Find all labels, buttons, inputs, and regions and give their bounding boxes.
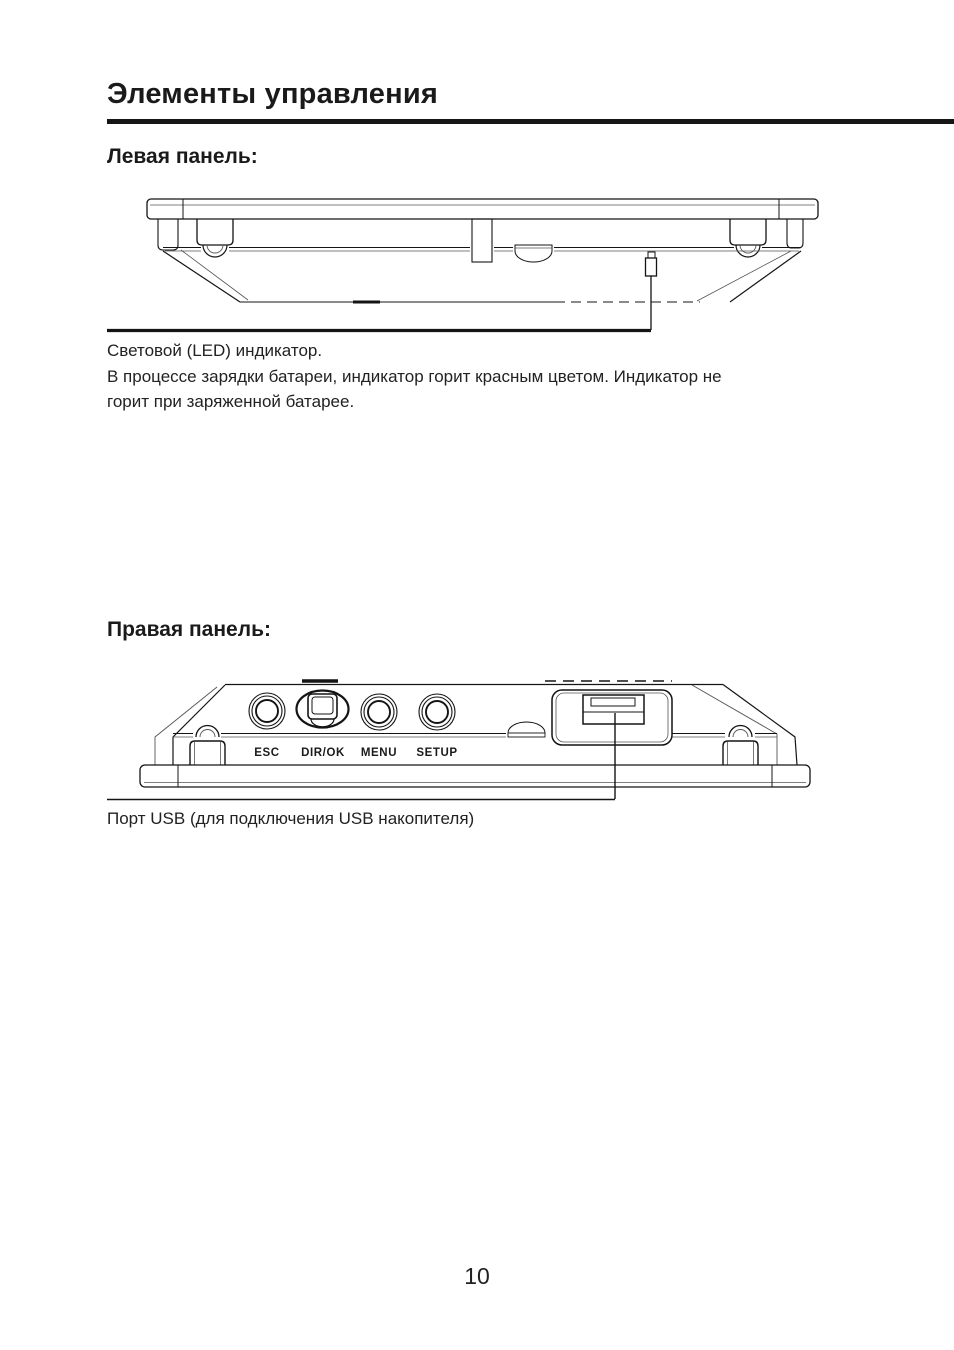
page-title: Элементы управления [107, 78, 438, 110]
usb-door [551, 689, 673, 746]
setup-button [418, 693, 456, 731]
button-labels: ESC DIR/OK MENU SETUP [254, 747, 457, 759]
side-bump [514, 244, 553, 263]
usb-port [582, 694, 645, 725]
button-label-menu: MENU [361, 747, 397, 759]
left-latch [189, 724, 226, 765]
top-edge [225, 679, 723, 686]
body-outline [162, 246, 802, 304]
front-edge [173, 732, 777, 738]
right-latch [722, 724, 759, 765]
button-label-setup: SETUP [416, 747, 457, 759]
esc-button [248, 692, 286, 730]
mid-bump [507, 721, 546, 738]
caption-led-line3: горит при заряженной батарее. [107, 392, 355, 411]
device-lid-bar [146, 198, 819, 220]
button-label-dirok: DIR/OK [301, 747, 345, 759]
figure-left-panel [107, 198, 819, 333]
caption-led-line1: Световой (LED) индикатор. [107, 341, 323, 360]
caption-usb: Порт USB (для подключения USB накопителя… [107, 809, 475, 828]
title-rule [107, 119, 954, 124]
side-slot [471, 218, 493, 263]
menu-button [360, 693, 398, 731]
caption-led: Световой (LED) индикатор. В процессе зар… [107, 338, 787, 415]
heading-right-panel: Правая панель: [107, 618, 271, 641]
led-indicator [644, 251, 658, 277]
led-leader-line [107, 276, 652, 333]
bottom-bar [139, 764, 811, 788]
caption-led-line2: В процессе зарядки батареи, индикатор го… [107, 366, 722, 386]
dir-ok-button [295, 689, 350, 729]
page-number: 10 [464, 1263, 490, 1289]
heading-left-panel: Левая панель: [107, 145, 258, 168]
right-edge [691, 684, 798, 766]
usb-leader-line [107, 713, 616, 801]
figure-right-panel: ESC DIR/OK MENU SETUP [107, 679, 811, 801]
button-label-esc: ESC [254, 747, 279, 759]
